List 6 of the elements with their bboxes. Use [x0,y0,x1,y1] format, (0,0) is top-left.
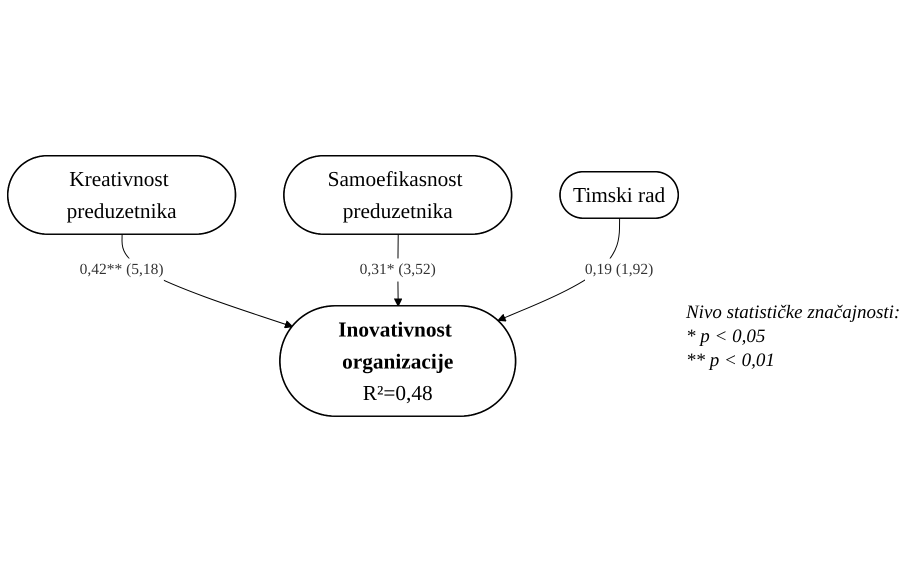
note-text: Nivo statističke značajnosti: [686,302,902,324]
note-text: * p < 0,05 [686,326,766,348]
edge-label: 0,31* (3,52) [360,261,436,278]
edge-label: 0,42** (5,18) [80,261,164,278]
edge-label: 0,19 (1,92) [584,261,654,278]
note-text: ** p < 0,01 [686,350,776,372]
